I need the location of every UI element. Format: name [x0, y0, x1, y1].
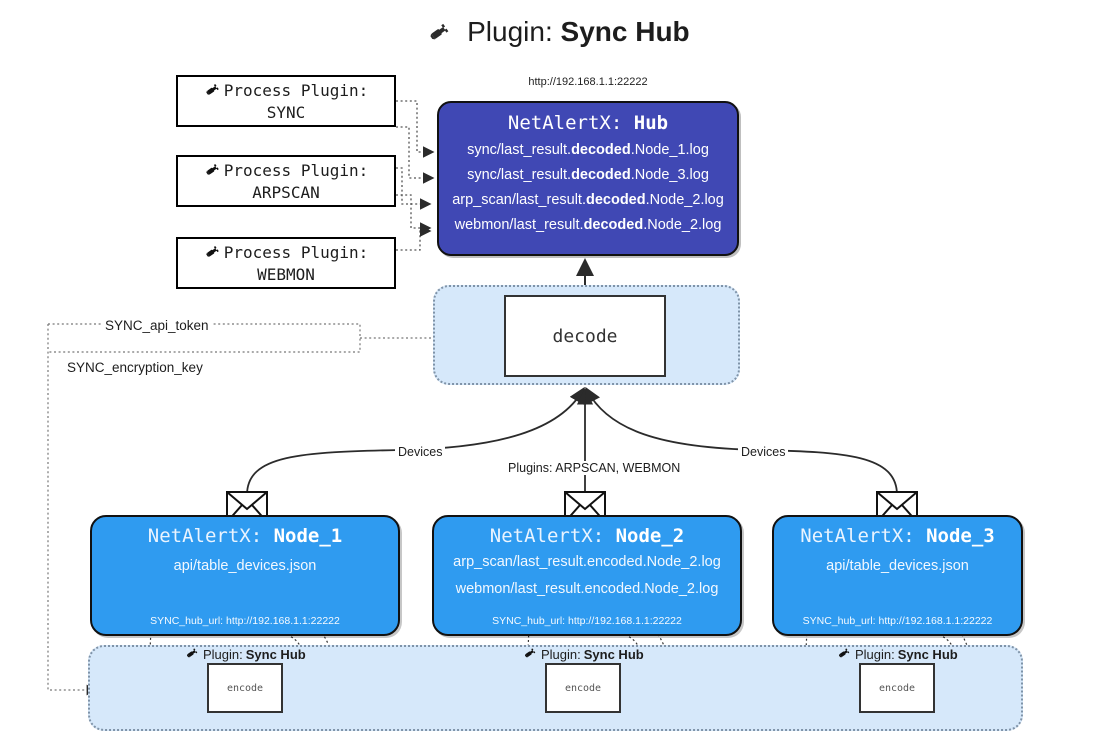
edge-label-plugins: Plugins: ARPSCAN, WEBMON — [505, 461, 684, 475]
node-title: NetAlertX: Node_3 — [774, 525, 1021, 547]
encode-box-2[interactable]: encode — [545, 663, 621, 713]
hub-log-item: arp_scan/last_result.decoded.Node_2.log — [439, 188, 737, 213]
process-plugin-label: Process Plugin: — [223, 161, 369, 180]
process-plugin-arpscan[interactable]: Process Plugin: ARPSCAN — [176, 155, 396, 207]
edge-settings-to-bottom-strip — [47, 324, 98, 696]
edge-arpscan-to-log — [396, 167, 432, 210]
encode-label-prefix: Plugin: — [855, 646, 895, 662]
log-strong: decoded — [571, 167, 631, 183]
node-footer: SYNC_hub_url: http://192.168.1.1:22222 — [492, 615, 682, 627]
process-plugin-name: WEBMON — [257, 264, 315, 284]
node-box-node3[interactable]: NetAlertX: Node_3 api/table_devices.json… — [772, 515, 1023, 636]
page-title: Plugin: Sync Hub — [0, 16, 1117, 51]
edge-node1-to-decode — [246, 386, 585, 496]
edge-sync-to-log1 — [396, 100, 435, 158]
log-pre: webmon/last_result. — [454, 217, 584, 233]
page-title-prefix: Plugin: — [467, 16, 553, 47]
node-footer: SYNC_hub_url: http://192.168.1.1:22222 — [150, 615, 340, 627]
log-post: .Node_2.log — [645, 192, 724, 208]
node-line-list: api/table_devices.json — [92, 553, 398, 580]
encode-label-name: Sync Hub — [245, 646, 306, 662]
log-post: .Node_2.log — [643, 217, 722, 233]
node-title: NetAlertX: Node_1 — [92, 525, 398, 547]
plug-icon — [185, 645, 200, 663]
process-plugin-webmon[interactable]: Process Plugin: WEBMON — [176, 237, 396, 289]
hub-log-item: sync/last_result.decoded.Node_1.log — [439, 138, 737, 163]
plug-icon — [204, 80, 222, 103]
node-box-node2[interactable]: NetAlertX: Node_2 arp_scan/last_result.e… — [432, 515, 742, 636]
log-strong: decoded — [583, 217, 644, 233]
node-line: webmon/last_result.encoded.Node_2.log — [455, 581, 719, 597]
process-plugin-sync[interactable]: Process Plugin: SYNC — [176, 75, 396, 127]
decode-box[interactable]: decode — [504, 295, 666, 377]
edge-webmon-to-log — [396, 225, 432, 251]
edge-arpscan-to-webmon-log — [396, 194, 432, 234]
node-box-node1[interactable]: NetAlertX: Node_1 api/table_devices.json… — [90, 515, 400, 636]
node-title-prefix: NetAlertX: — [489, 525, 605, 547]
plug-icon — [204, 242, 222, 265]
plug-icon — [523, 645, 538, 663]
edge-sync-to-log3 — [396, 126, 435, 184]
node-footer: SYNC_hub_url: http://192.168.1.1:22222 — [802, 615, 993, 627]
node-line: api/table_devices.json — [173, 558, 317, 574]
node-title-name: Node_1 — [273, 525, 343, 547]
encode-label-name: Sync Hub — [897, 646, 958, 662]
envelope-icon-node3 — [876, 491, 918, 528]
node-title-name: Node_2 — [615, 525, 685, 547]
hub-log-item: sync/last_result.decoded.Node_3.log — [439, 163, 737, 188]
log-strong: decoded — [571, 142, 631, 158]
node-line: api/table_devices.json — [826, 558, 969, 574]
encode-box-1[interactable]: encode — [207, 663, 283, 713]
page-title-name: Sync Hub — [560, 16, 690, 47]
edge-label-devices-left: Devices — [395, 445, 446, 459]
log-post: .Node_1.log — [630, 142, 709, 158]
setting-api-token: SYNC_api_token — [102, 318, 212, 333]
encode-box-3[interactable]: encode — [859, 663, 935, 713]
process-plugin-label: Process Plugin: — [223, 243, 369, 262]
plug-icon — [427, 18, 453, 51]
hub-log-item: webmon/last_result.decoded.Node_2.log — [439, 213, 737, 238]
log-post: .Node_3.log — [630, 167, 709, 183]
edge-node3-to-decode — [585, 386, 898, 496]
process-plugin-name: SYNC — [266, 102, 306, 122]
hub-log-list: sync/last_result.decoded.Node_1.log sync… — [439, 138, 737, 238]
node-title-name: Node_3 — [926, 525, 995, 547]
encode-label-prefix: Plugin: — [541, 646, 581, 662]
edge-label-devices-right: Devices — [738, 445, 789, 459]
encode-plugin-label-3: Plugin: Sync Hub — [837, 645, 958, 663]
node-title-prefix: NetAlertX: — [147, 525, 263, 547]
node-title-prefix: NetAlertX: — [800, 525, 915, 547]
process-plugin-label: Process Plugin: — [223, 81, 369, 100]
encode-plugin-label-2: Plugin: Sync Hub — [523, 645, 644, 663]
setting-encryption-key: SYNC_encryption_key — [64, 360, 206, 375]
node-line-list: api/table_devices.json — [774, 553, 1021, 580]
node-title: NetAlertX: Node_2 — [434, 525, 740, 547]
log-pre: arp_scan/last_result. — [452, 192, 586, 208]
hub-node[interactable]: NetAlertX: Hub sync/last_result.decoded.… — [437, 101, 739, 256]
hub-url: http://192.168.1.1:22222 — [528, 76, 648, 88]
encode-plugin-label-1: Plugin: Sync Hub — [185, 645, 306, 663]
log-pre: sync/last_result. — [467, 142, 572, 158]
hub-title-name: Hub — [633, 112, 669, 134]
log-strong: decoded — [585, 192, 646, 208]
node-line: arp_scan/last_result.encoded.Node_2.log — [453, 554, 721, 570]
plug-icon — [204, 160, 222, 183]
process-plugin-name: ARPSCAN — [252, 182, 320, 202]
hub-title-prefix: NetAlertX: — [507, 112, 623, 134]
log-pre: sync/last_result. — [467, 167, 572, 183]
encode-label-name: Sync Hub — [583, 646, 644, 662]
node-line-list: arp_scan/last_result.encoded.Node_2.log … — [434, 549, 740, 603]
encode-label-prefix: Plugin: — [203, 646, 243, 662]
hub-title: NetAlertX: Hub — [439, 112, 737, 134]
plug-icon — [837, 645, 852, 663]
